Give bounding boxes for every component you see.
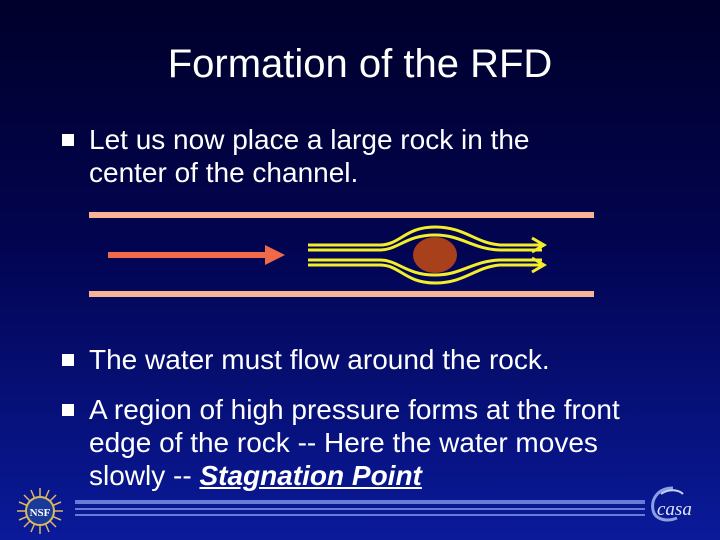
- casa-logo: casa: [651, 486, 692, 522]
- bullet-text-3-body: A region of high pressure forms at the f…: [89, 394, 620, 491]
- channel-bottom-wall: [89, 291, 594, 297]
- channel-top-wall: [89, 212, 594, 218]
- nsf-logo: NSF: [17, 488, 63, 534]
- flow-diagram: [89, 212, 594, 297]
- streamlines: [308, 225, 547, 285]
- flow-arrow-head: [265, 245, 285, 265]
- casa-logo-text: casa: [657, 499, 692, 520]
- bullet-marker: [62, 354, 74, 366]
- bullet-marker: [62, 134, 74, 146]
- slide-title: Formation of the RFD: [167, 42, 553, 86]
- flow-arrow-shaft: [108, 252, 268, 258]
- stagnation-point-emphasis: Stagnation Point: [199, 460, 422, 491]
- rock: [413, 237, 457, 273]
- bullet-text-3: A region of high pressure forms at the f…: [89, 393, 659, 492]
- bullet-text-2: The water must flow around the rock.: [89, 344, 550, 375]
- footer-divider: [75, 500, 645, 516]
- bullet-marker: [62, 404, 74, 416]
- bullet-text-1: Let us now place a large rock in the cen…: [89, 124, 530, 188]
- nsf-logo-text: NSF: [30, 507, 51, 519]
